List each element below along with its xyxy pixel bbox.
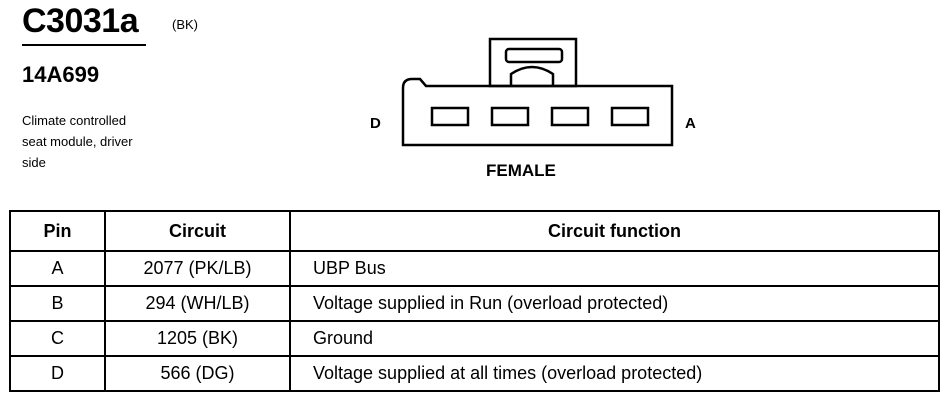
pin-label-right: A (685, 115, 696, 132)
pin-cavity-a (610, 106, 650, 127)
pin-cell: C (9, 320, 106, 357)
table-row: C 1205 (BK) Ground (9, 320, 940, 357)
pin-cavity-c (490, 106, 530, 127)
connector-description: Climate controlled seat module, driver s… (22, 110, 133, 173)
pin-label-left: D (370, 115, 381, 132)
table-row: B 294 (WH/LB) Voltage supplied in Run (o… (9, 285, 940, 322)
function-cell: Voltage supplied at all times (overload … (289, 355, 940, 392)
connector-id: C3031a (22, 2, 139, 40)
pin-cell: B (9, 285, 106, 322)
circuit-cell: 1205 (BK) (104, 320, 291, 357)
title-underline (22, 44, 146, 46)
description-line: seat module, driver (22, 134, 133, 149)
description-line: Climate controlled (22, 113, 127, 128)
locking-tab-slot (504, 47, 564, 64)
table-row: A 2077 (PK/LB) UBP Bus (9, 250, 940, 287)
pin-cell: D (9, 355, 106, 392)
part-number: 14A699 (22, 62, 100, 87)
connector-face-diagram: D A (370, 37, 696, 147)
header-pin: Pin (9, 210, 106, 252)
function-cell: Voltage supplied in Run (overload protec… (289, 285, 940, 322)
circuit-cell: 294 (WH/LB) (104, 285, 291, 322)
pin-cavity-d (430, 106, 470, 127)
header-circuit-function: Circuit function (289, 210, 940, 252)
pin-cell: A (9, 250, 106, 287)
circuit-cell: 2077 (PK/LB) (104, 250, 291, 287)
table-row: D 566 (DG) Voltage supplied at all times… (9, 355, 940, 392)
connector-gender: FEMALE (486, 161, 556, 180)
function-cell: Ground (289, 320, 940, 357)
connector-color-code: (BK) (172, 17, 198, 32)
description-line: side (22, 155, 46, 170)
circuit-cell: 566 (DG) (104, 355, 291, 392)
function-cell: UBP Bus (289, 250, 940, 287)
header-circuit: Circuit (104, 210, 291, 252)
pin-table: Pin Circuit Circuit function A 2077 (PK/… (9, 210, 940, 392)
table-header-row: Pin Circuit Circuit function (9, 210, 940, 252)
pin-cavity-b (550, 106, 590, 127)
connector-housing (401, 77, 674, 147)
latch-hook (509, 65, 555, 86)
